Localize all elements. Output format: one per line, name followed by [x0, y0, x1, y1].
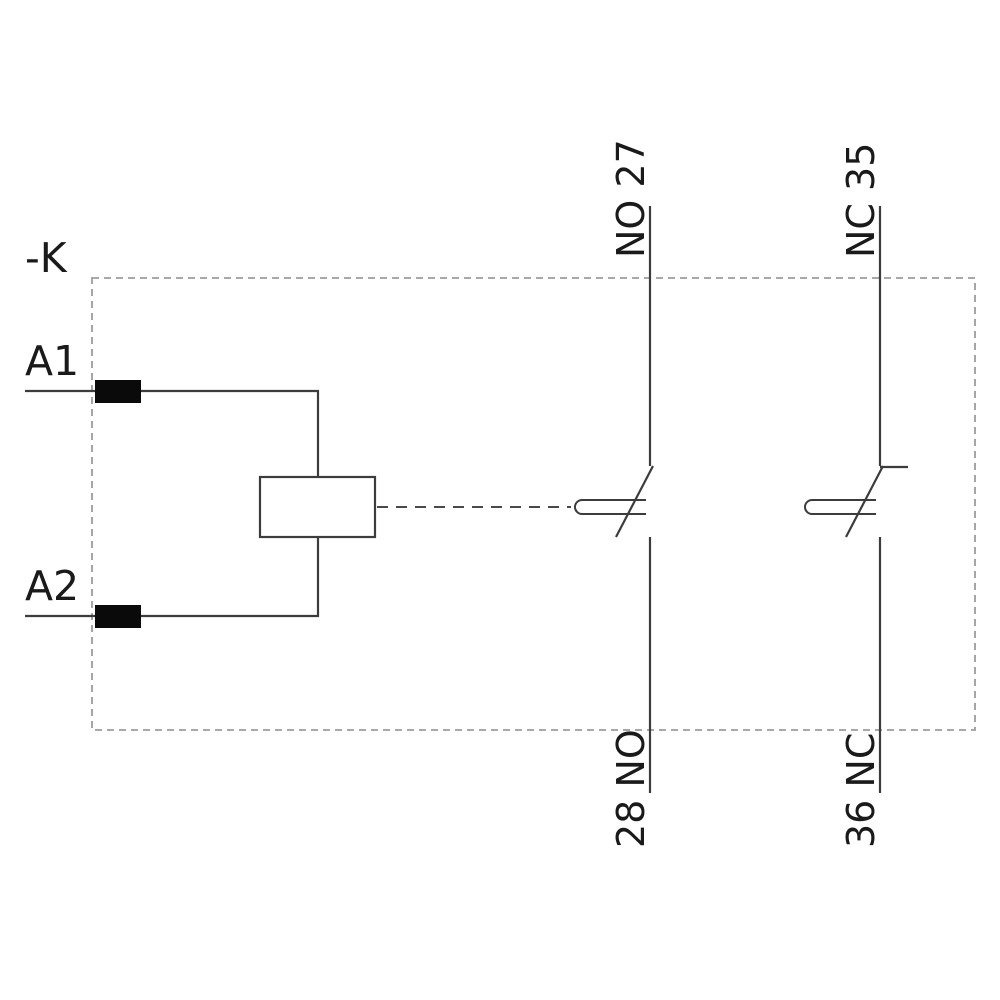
- device-boundary: [91, 277, 976, 731]
- a1-wire: [25, 389, 320, 477]
- nc-actuator-fork-arc: [804, 499, 813, 515]
- device-label: -K: [25, 234, 68, 282]
- coil-symbol: [258, 475, 377, 539]
- terminal-a2-connector: [95, 605, 141, 628]
- no-contact-top-label: NO 27: [609, 139, 653, 258]
- terminal-a2-label: A2: [25, 562, 79, 610]
- terminal-a1-connector: [95, 380, 141, 403]
- no-contact-bottom-label: 28 NO: [609, 729, 653, 848]
- no-contact-arm: [615, 465, 654, 538]
- no-actuator-fork-arc: [574, 499, 583, 515]
- terminal-a1-label: A1: [25, 337, 79, 385]
- nc-contact-top-label: NC 35: [839, 143, 883, 258]
- nc-contact-bottom-label: 36 NC: [839, 733, 883, 848]
- nc-contact-arm: [845, 465, 884, 538]
